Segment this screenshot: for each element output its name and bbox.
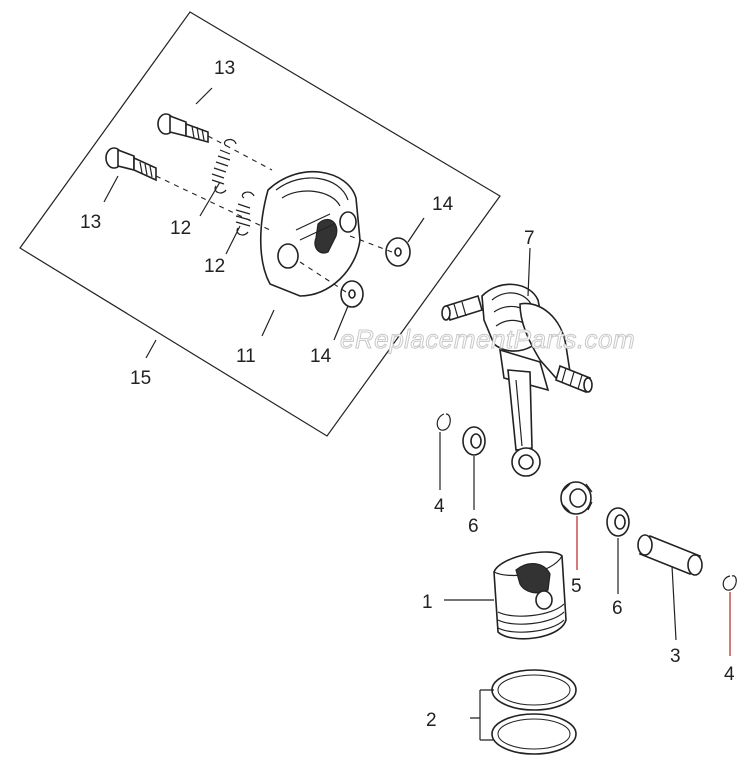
leader-lines [103, 87, 731, 741]
piston [493, 551, 567, 640]
clutch-bolt-upper [157, 113, 209, 144]
clutch-shoe [259, 170, 361, 297]
callout-14-upper: 14 [432, 194, 454, 215]
alignment-lines [155, 135, 393, 293]
watermark-text: eReplacementParts.com [340, 324, 635, 354]
clutch-spring-upper [211, 138, 237, 194]
washer-lower [340, 280, 364, 308]
callout-6-right: 6 [612, 598, 623, 619]
callout-4-right: 4 [724, 664, 735, 685]
callout-12-lower: 12 [204, 256, 225, 277]
clutch-bolt-lower [105, 147, 157, 182]
callout-12-upper: 12 [170, 218, 191, 239]
clutch-spring-lower [235, 191, 255, 236]
callout-6-left: 6 [468, 516, 479, 537]
callout-4-left: 4 [434, 496, 445, 517]
callout-7: 7 [524, 228, 535, 249]
callout-numbers: 13 13 12 12 14 14 11 15 7 4 6 5 6 3 4 1 … [80, 58, 735, 731]
callout-14-lower: 14 [310, 346, 332, 367]
thrust-washer-left [462, 426, 486, 456]
needle-bearing [560, 481, 593, 515]
clutch-assembly-frame [19, 11, 501, 437]
callout-11: 11 [236, 346, 256, 367]
callout-2: 2 [426, 710, 437, 731]
callout-15: 15 [130, 368, 151, 389]
callout-5: 5 [571, 576, 582, 597]
circlip-left [436, 413, 451, 431]
callout-13-upper: 13 [214, 58, 235, 79]
piston-rings [491, 669, 577, 755]
connecting-rod [507, 369, 541, 477]
circlip-right [722, 575, 737, 591]
callout-13-lower: 13 [80, 212, 101, 233]
piston-pin [637, 534, 703, 576]
callout-3: 3 [670, 646, 681, 667]
washer-upper [385, 237, 411, 267]
callout-1: 1 [422, 592, 433, 613]
thrust-washer-right [606, 507, 630, 537]
